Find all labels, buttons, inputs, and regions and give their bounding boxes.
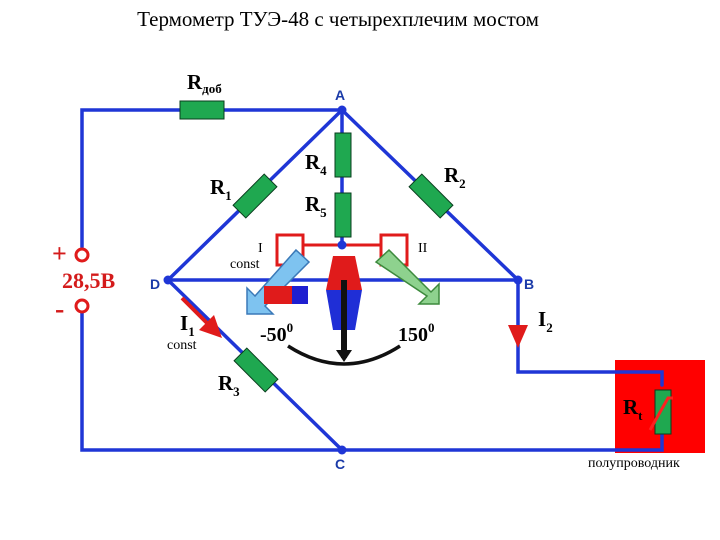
radd-label: Rдоб (187, 70, 222, 96)
node-c-dot (337, 445, 347, 455)
resistor-radd (179, 100, 225, 120)
i2-label: I2 (538, 307, 553, 335)
nodes (163, 105, 523, 455)
node-a-label: A (335, 87, 345, 103)
r4-label: R4 (305, 150, 327, 178)
node-d-label: D (150, 276, 160, 292)
coil-left-label: I (258, 241, 263, 256)
node-b-label: B (524, 276, 534, 292)
diagram-title: Термометр ТУЭ-48 с четырехплечим мостом (137, 7, 539, 31)
coil-right-label: II (418, 241, 428, 256)
terminal-plus (74, 247, 90, 263)
scale-arc (287, 344, 401, 366)
node-b-dot (513, 275, 523, 285)
resistor-r2 (408, 173, 454, 219)
pointer-tip (336, 350, 352, 362)
current-i2-arrowhead (508, 325, 528, 348)
terminals (74, 247, 90, 314)
magnet-north (326, 256, 362, 290)
resistor-r1 (232, 173, 278, 219)
rt-label: Rt (623, 395, 643, 423)
thermistor-mark (648, 396, 673, 431)
coil-left-arrow (246, 248, 311, 315)
terminal-minus (74, 298, 90, 314)
node-d-dot (163, 275, 173, 285)
node-c-label: C (335, 456, 345, 472)
scale-min-label: -500 (260, 320, 293, 346)
current-i1-arrowhead (199, 315, 222, 338)
resistor-r5 (334, 192, 352, 238)
r3-label: R3 (218, 371, 240, 399)
coil-right-arrow (374, 248, 440, 305)
magnet-core-blue (292, 286, 308, 304)
resistor-r3 (233, 347, 279, 393)
wire-bottom-left (80, 308, 344, 452)
r1-label: R1 (210, 175, 232, 203)
semiconductor-label: полупроводник (588, 456, 680, 471)
node-a-dot (337, 105, 347, 115)
terminal-plus-label: + (52, 239, 67, 268)
wire-top-left (80, 108, 344, 249)
resistor-r4 (334, 132, 352, 178)
i1-const-label: const (167, 338, 197, 353)
r2-label: R2 (444, 163, 466, 191)
scale-max-label: 1500 (398, 320, 435, 346)
terminal-minus-label: - (55, 294, 64, 325)
i1-label: I1 (180, 311, 195, 339)
r5-label: R5 (305, 192, 327, 220)
wire-c-to-sensor (340, 428, 664, 452)
supply-voltage-label: 28,5В (62, 268, 116, 293)
node-junction-dot (337, 240, 347, 250)
current-i1-shaft (180, 296, 210, 326)
coil-left-const-label: const (230, 257, 260, 272)
